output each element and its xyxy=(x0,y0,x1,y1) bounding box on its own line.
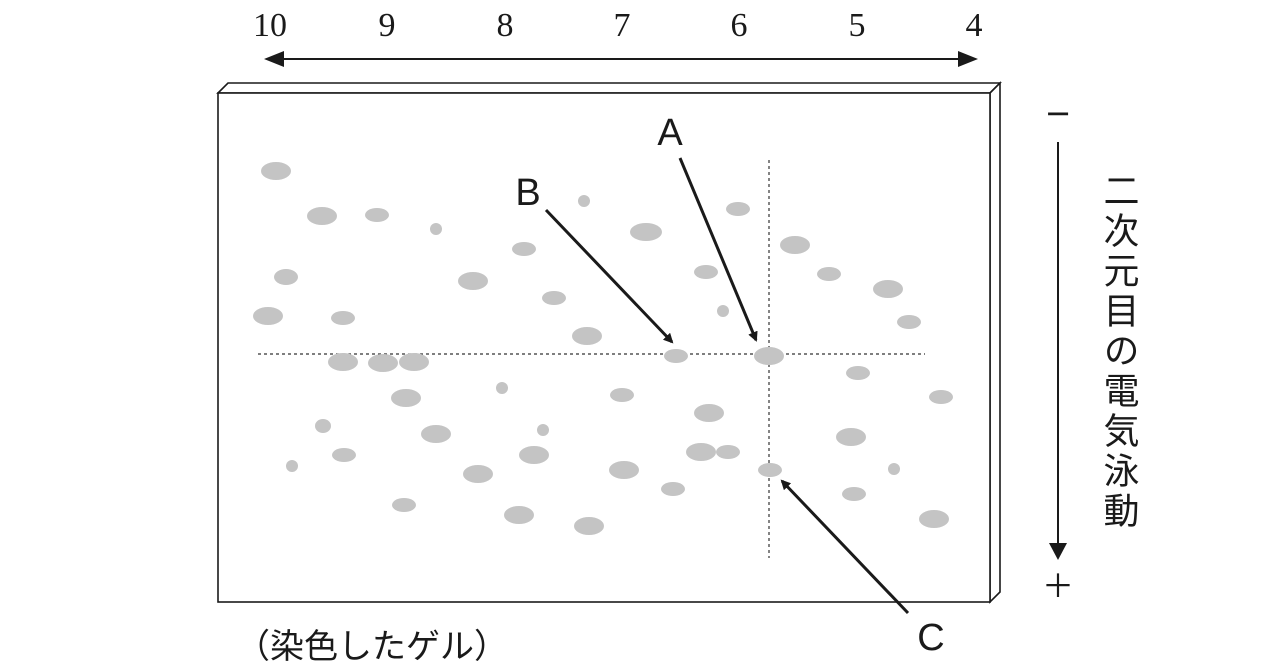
label-c: C xyxy=(917,617,944,659)
protein-spot xyxy=(331,311,355,325)
protein-spot xyxy=(392,498,416,512)
protein-spot xyxy=(430,223,442,235)
protein-spot-c xyxy=(758,463,782,477)
label-b: B xyxy=(515,172,540,214)
protein-spot xyxy=(572,327,602,345)
protein-spot xyxy=(817,267,841,281)
ph-tick-7: 7 xyxy=(614,7,631,44)
protein-spot xyxy=(726,202,750,216)
gel-top-edge xyxy=(216,82,1002,94)
protein-spot xyxy=(716,445,740,459)
ph-tick-9: 9 xyxy=(379,7,396,44)
protein-spot xyxy=(873,280,903,298)
gel-caption: （染色したゲル） xyxy=(236,627,508,667)
protein-spot xyxy=(694,404,724,422)
electrophoresis-label: 二次元目の電気泳動 xyxy=(1098,172,1139,532)
protein-spot xyxy=(846,366,870,380)
protein-spot-b xyxy=(664,349,688,363)
protein-spot xyxy=(919,510,949,528)
arrow-c xyxy=(780,479,910,615)
protein-spot xyxy=(578,195,590,207)
pointer-arrows xyxy=(544,157,910,615)
protein-spot xyxy=(929,390,953,404)
protein-spot xyxy=(609,461,639,479)
protein-spot xyxy=(717,305,729,317)
protein-spot xyxy=(496,382,508,394)
protein-spot xyxy=(780,236,810,254)
ph-tick-6: 6 xyxy=(731,7,748,44)
ph-scale: 10 9 8 7 6 5 4 xyxy=(253,7,983,44)
ph-tick-4: 4 xyxy=(966,7,983,44)
protein-spot-a xyxy=(754,347,784,365)
protein-spot xyxy=(610,388,634,402)
protein-spot xyxy=(332,448,356,462)
protein-spot xyxy=(307,207,337,225)
protein-spot xyxy=(253,307,283,325)
protein-spot xyxy=(512,242,536,256)
ph-tick-10: 10 xyxy=(253,7,287,44)
protein-spot xyxy=(368,354,398,372)
protein-spot xyxy=(463,465,493,483)
gel-face xyxy=(217,92,991,603)
protein-spot xyxy=(286,460,298,472)
protein-spot xyxy=(574,517,604,535)
protein-spot xyxy=(391,389,421,407)
protein-spot xyxy=(328,353,358,371)
protein-spot xyxy=(686,443,716,461)
gel-side-edge xyxy=(989,81,1001,604)
protein-spot xyxy=(888,463,900,475)
gel-slab xyxy=(216,81,1002,604)
arrow-b xyxy=(544,208,674,344)
ph-tick-8: 8 xyxy=(497,7,514,44)
protein-spot xyxy=(694,265,718,279)
plus-sign: ＋ xyxy=(1042,567,1074,605)
protein-spot xyxy=(421,425,451,443)
protein-spot xyxy=(542,291,566,305)
protein-spot xyxy=(504,506,534,524)
protein-spot xyxy=(842,487,866,501)
minus-sign: − xyxy=(1045,94,1072,132)
protein-spot xyxy=(261,162,291,180)
protein-spot xyxy=(537,424,549,436)
protein-spot xyxy=(897,315,921,329)
ph-double-arrow xyxy=(264,51,978,67)
protein-spot xyxy=(365,208,389,222)
protein-spot xyxy=(274,269,298,285)
protein-spot xyxy=(836,428,866,446)
protein-spot xyxy=(315,419,331,433)
protein-spot xyxy=(519,446,549,464)
protein-spot xyxy=(630,223,662,241)
protein-spot xyxy=(661,482,685,496)
protein-spot xyxy=(399,353,429,371)
protein-spots xyxy=(253,162,953,535)
electrophoresis-axis: − ＋ 二次元目の電気泳動 xyxy=(1042,94,1139,605)
label-a: A xyxy=(657,112,683,154)
protein-spot xyxy=(458,272,488,290)
ph-tick-5: 5 xyxy=(849,7,866,44)
arrow-a xyxy=(678,157,758,342)
